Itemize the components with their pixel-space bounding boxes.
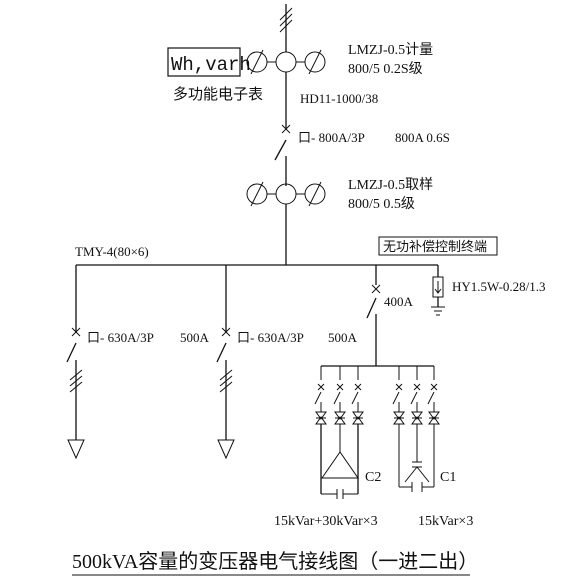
main-breaker-rating: 口- 800A/3P (298, 130, 365, 145)
capacitor-leg-6-blade (427, 391, 435, 405)
capacitor-breaker-label: 400A (384, 294, 414, 309)
feeder-2-branch (216, 265, 235, 460)
surge-arrester-symbol (431, 265, 445, 316)
reactive-terminal-label: 无功补偿控制终端 (383, 239, 487, 254)
diagram-title: 500kVA容量的变压器电气接线图（一进二出） (72, 550, 478, 573)
ct-sampling-ratio: 800/5 0.5级 (348, 196, 415, 212)
main-breaker-symbol (274, 118, 291, 180)
sampling-ct-symbol (246, 180, 326, 265)
ct-metering-ratio: 800/5 0.2S级 (348, 61, 423, 77)
capacitor-leg-1-thyristor-a (315, 411, 327, 420)
reactive-terminal-box (378, 236, 498, 256)
capacitor-bank-c2 (320, 424, 359, 499)
capacitor-leg-4-blade (392, 391, 400, 405)
meter-caption: 多功能电子表 (173, 86, 263, 103)
capacitor-leg-2-contact-x2 (336, 383, 344, 391)
capacitor-leg-3-blade (351, 391, 359, 405)
arrester-label: HY1.5W-0.28/1.3 (452, 279, 546, 294)
capacitor-leg-5-blade (410, 391, 418, 405)
capacitor-leg-6-contact-x2 (430, 383, 438, 391)
capacitor-leg-2-thyristor-a (334, 411, 346, 420)
meter-box (167, 47, 241, 77)
meter-box-label: Wh,varh (171, 54, 251, 76)
capacitor-bank-c2-rating: 15kVar+30kVar×3 (274, 514, 378, 529)
capacitor-leg-2-blade (333, 391, 341, 405)
ct-metering-model: LMZJ-0.5计量 (348, 42, 433, 58)
incoming-cable-label: HD11-1000/38 (300, 91, 378, 106)
capacitor-bank-c1-tag: C1 (440, 470, 456, 485)
capacitor-bank-c1-rating: 15kVar×3 (418, 514, 473, 529)
capacitor-leg-1-contact-x2 (317, 383, 325, 391)
capacitor-leg-3-thyristor-a (352, 411, 364, 420)
feeder-2-setting: 500A (328, 330, 358, 345)
feeder-1-setting: 500A (180, 330, 210, 345)
capacitor-bank-c2-tag: C2 (365, 470, 381, 485)
feeder-2-rating: 口- 630A/3P (237, 330, 304, 345)
ct-sampling-model: LMZJ-0.5取样 (348, 177, 433, 193)
capacitor-branch (321, 265, 434, 367)
capacitor-leg-4-contact-x2 (395, 383, 403, 391)
metering-ct-symbol (246, 49, 326, 75)
capacitor-switch-legs (314, 366, 440, 425)
capacitor-leg-6-thyristor-a (428, 411, 440, 420)
main-breaker-setting: 800A 0.6S (395, 130, 450, 145)
capacitor-leg-1-blade (314, 391, 322, 405)
capacitor-leg-5-thyristor-a (411, 411, 423, 420)
incoming-line (279, 4, 293, 118)
capacitor-bank-c1 (398, 424, 435, 492)
busbar-label: TMY-4(80×6) (75, 244, 149, 259)
feeder-1-branch (66, 265, 85, 460)
capacitor-leg-4-thyristor-a (393, 411, 405, 420)
feeder-1-rating: 口- 630A/3P (87, 330, 154, 345)
capacitor-leg-3-contact-x2 (354, 383, 362, 391)
capacitor-leg-5-contact-x2 (413, 383, 421, 391)
